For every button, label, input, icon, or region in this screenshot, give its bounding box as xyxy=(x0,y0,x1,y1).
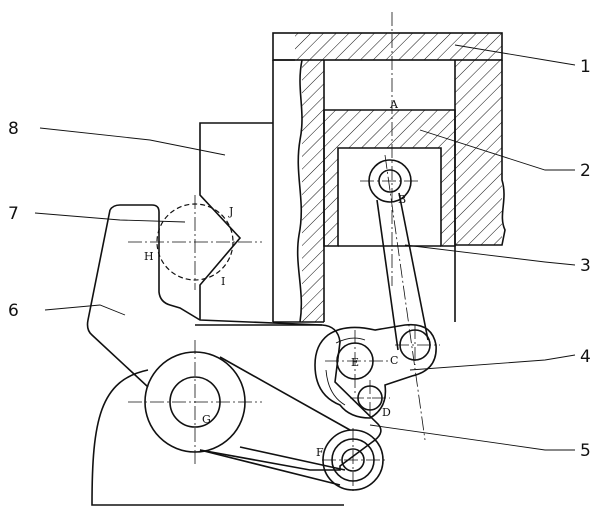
part-number-5: 5 xyxy=(580,441,591,461)
base-body xyxy=(91,369,346,506)
point-label-g: G xyxy=(202,413,211,426)
part-number-6: 6 xyxy=(8,301,19,321)
pivot-e xyxy=(325,330,390,395)
part-number-3: 3 xyxy=(580,256,591,276)
point-label-b: B xyxy=(398,193,406,206)
point-label-h: H xyxy=(144,250,154,263)
connecting-rod-3 xyxy=(360,154,429,441)
cylinder-block xyxy=(272,32,506,323)
workpiece xyxy=(128,195,262,290)
fixed-jaw xyxy=(199,122,273,320)
point-labels: A B C D E F G H I J xyxy=(144,98,406,459)
lever-4 xyxy=(314,323,437,419)
point-label-c: C xyxy=(390,354,398,367)
link-5 xyxy=(199,356,351,486)
pivot-f xyxy=(322,428,385,492)
part-number-2: 2 xyxy=(580,161,591,181)
point-label-e: E xyxy=(351,356,359,369)
point-label-a: A xyxy=(389,98,399,111)
part-number-8: 8 xyxy=(8,119,19,139)
part-number-4: 4 xyxy=(580,347,591,367)
point-label-j: J xyxy=(228,205,233,218)
part-number-labels: 1 2 3 4 5 6 7 8 xyxy=(8,57,591,461)
point-label-i: I xyxy=(221,275,225,288)
pivot-g xyxy=(128,340,262,465)
clamp-arm xyxy=(86,204,382,471)
part-number-7: 7 xyxy=(8,204,19,224)
leader-lines xyxy=(34,44,576,451)
piston xyxy=(323,109,456,247)
pivot-c xyxy=(395,325,440,365)
point-label-d: D xyxy=(382,406,391,419)
point-label-f: F xyxy=(316,446,324,459)
part-number-1: 1 xyxy=(580,57,591,77)
pivot-d xyxy=(350,380,390,416)
